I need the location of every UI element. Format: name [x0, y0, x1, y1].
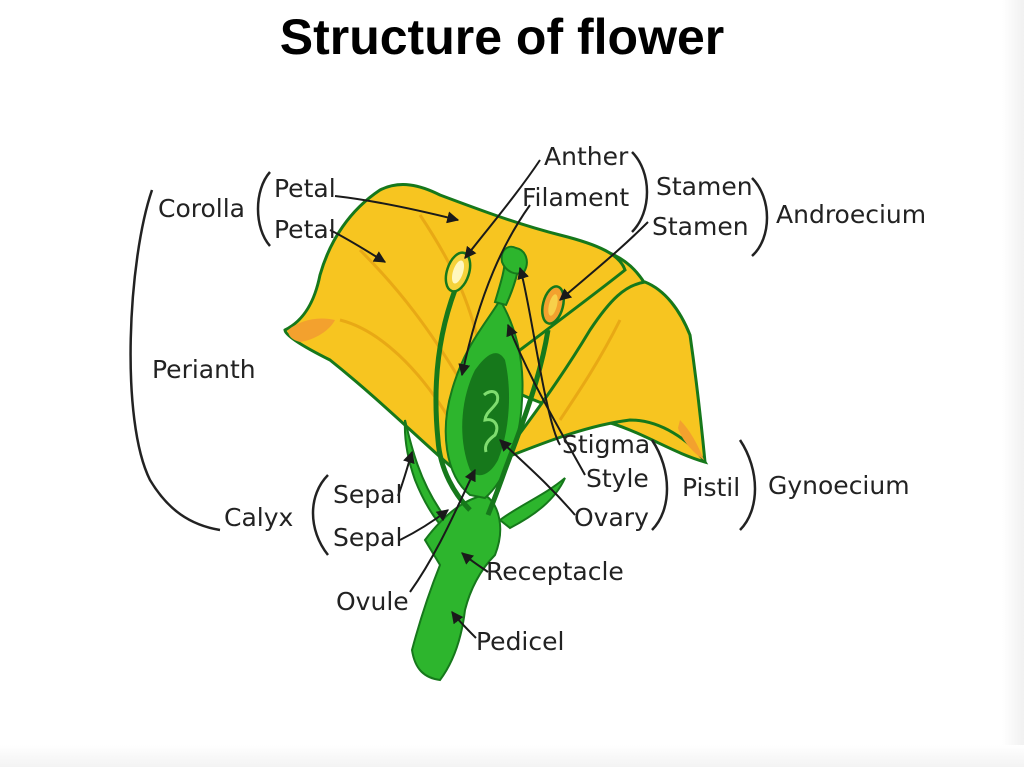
label-pistil: Pistil	[682, 473, 740, 502]
slide-title: Structure of flower	[279, 9, 725, 65]
stigma-shape	[500, 245, 528, 275]
bracket-corolla	[256, 171, 271, 247]
label-petal-top: Petal	[274, 174, 336, 203]
petal-tip-right	[678, 420, 704, 460]
label-androecium: Androecium	[776, 200, 926, 229]
label-petal-bottom: Petal	[274, 215, 336, 244]
bracket-perianth	[129, 189, 221, 532]
slide-edge-shadow	[1002, 0, 1024, 767]
label-ovule: Ovule	[336, 587, 409, 616]
filament-left	[433, 289, 472, 512]
bracket-androecium	[751, 177, 769, 257]
label-anther: Anther	[544, 142, 629, 171]
label-perianth: Perianth	[152, 355, 256, 384]
brackets	[129, 151, 769, 556]
bracket-stamen	[631, 151, 649, 233]
pointers	[329, 159, 649, 639]
sepal-right-shape	[498, 477, 566, 530]
petal-tip-left	[288, 318, 335, 342]
label-style: Style	[586, 464, 649, 493]
label-filament: Filament	[522, 183, 629, 212]
bracket-pistil	[650, 439, 669, 531]
bracket-gynoecium	[738, 439, 757, 531]
label-stigma: Stigma	[562, 430, 650, 459]
label-stamen-top: Stamen	[656, 172, 753, 201]
label-ovary: Ovary	[574, 503, 649, 532]
label-corolla: Corolla	[158, 194, 245, 223]
label-gynoecium: Gynoecium	[768, 471, 910, 500]
label-sepal-top: Sepal	[333, 480, 402, 509]
label-stamen-bottom: Stamen	[652, 212, 749, 241]
bracket-calyx	[311, 474, 329, 556]
label-receptacle: Receptacle	[486, 557, 624, 586]
label-sepal-bottom: Sepal	[333, 523, 402, 552]
slide-bottom-shadow	[0, 745, 1024, 767]
labels: Corolla Petal Petal Perianth Calyx Sepal…	[152, 142, 926, 656]
petal-left-shape	[283, 183, 627, 473]
label-calyx: Calyx	[224, 503, 293, 532]
label-pedicel: Pedicel	[476, 627, 564, 656]
